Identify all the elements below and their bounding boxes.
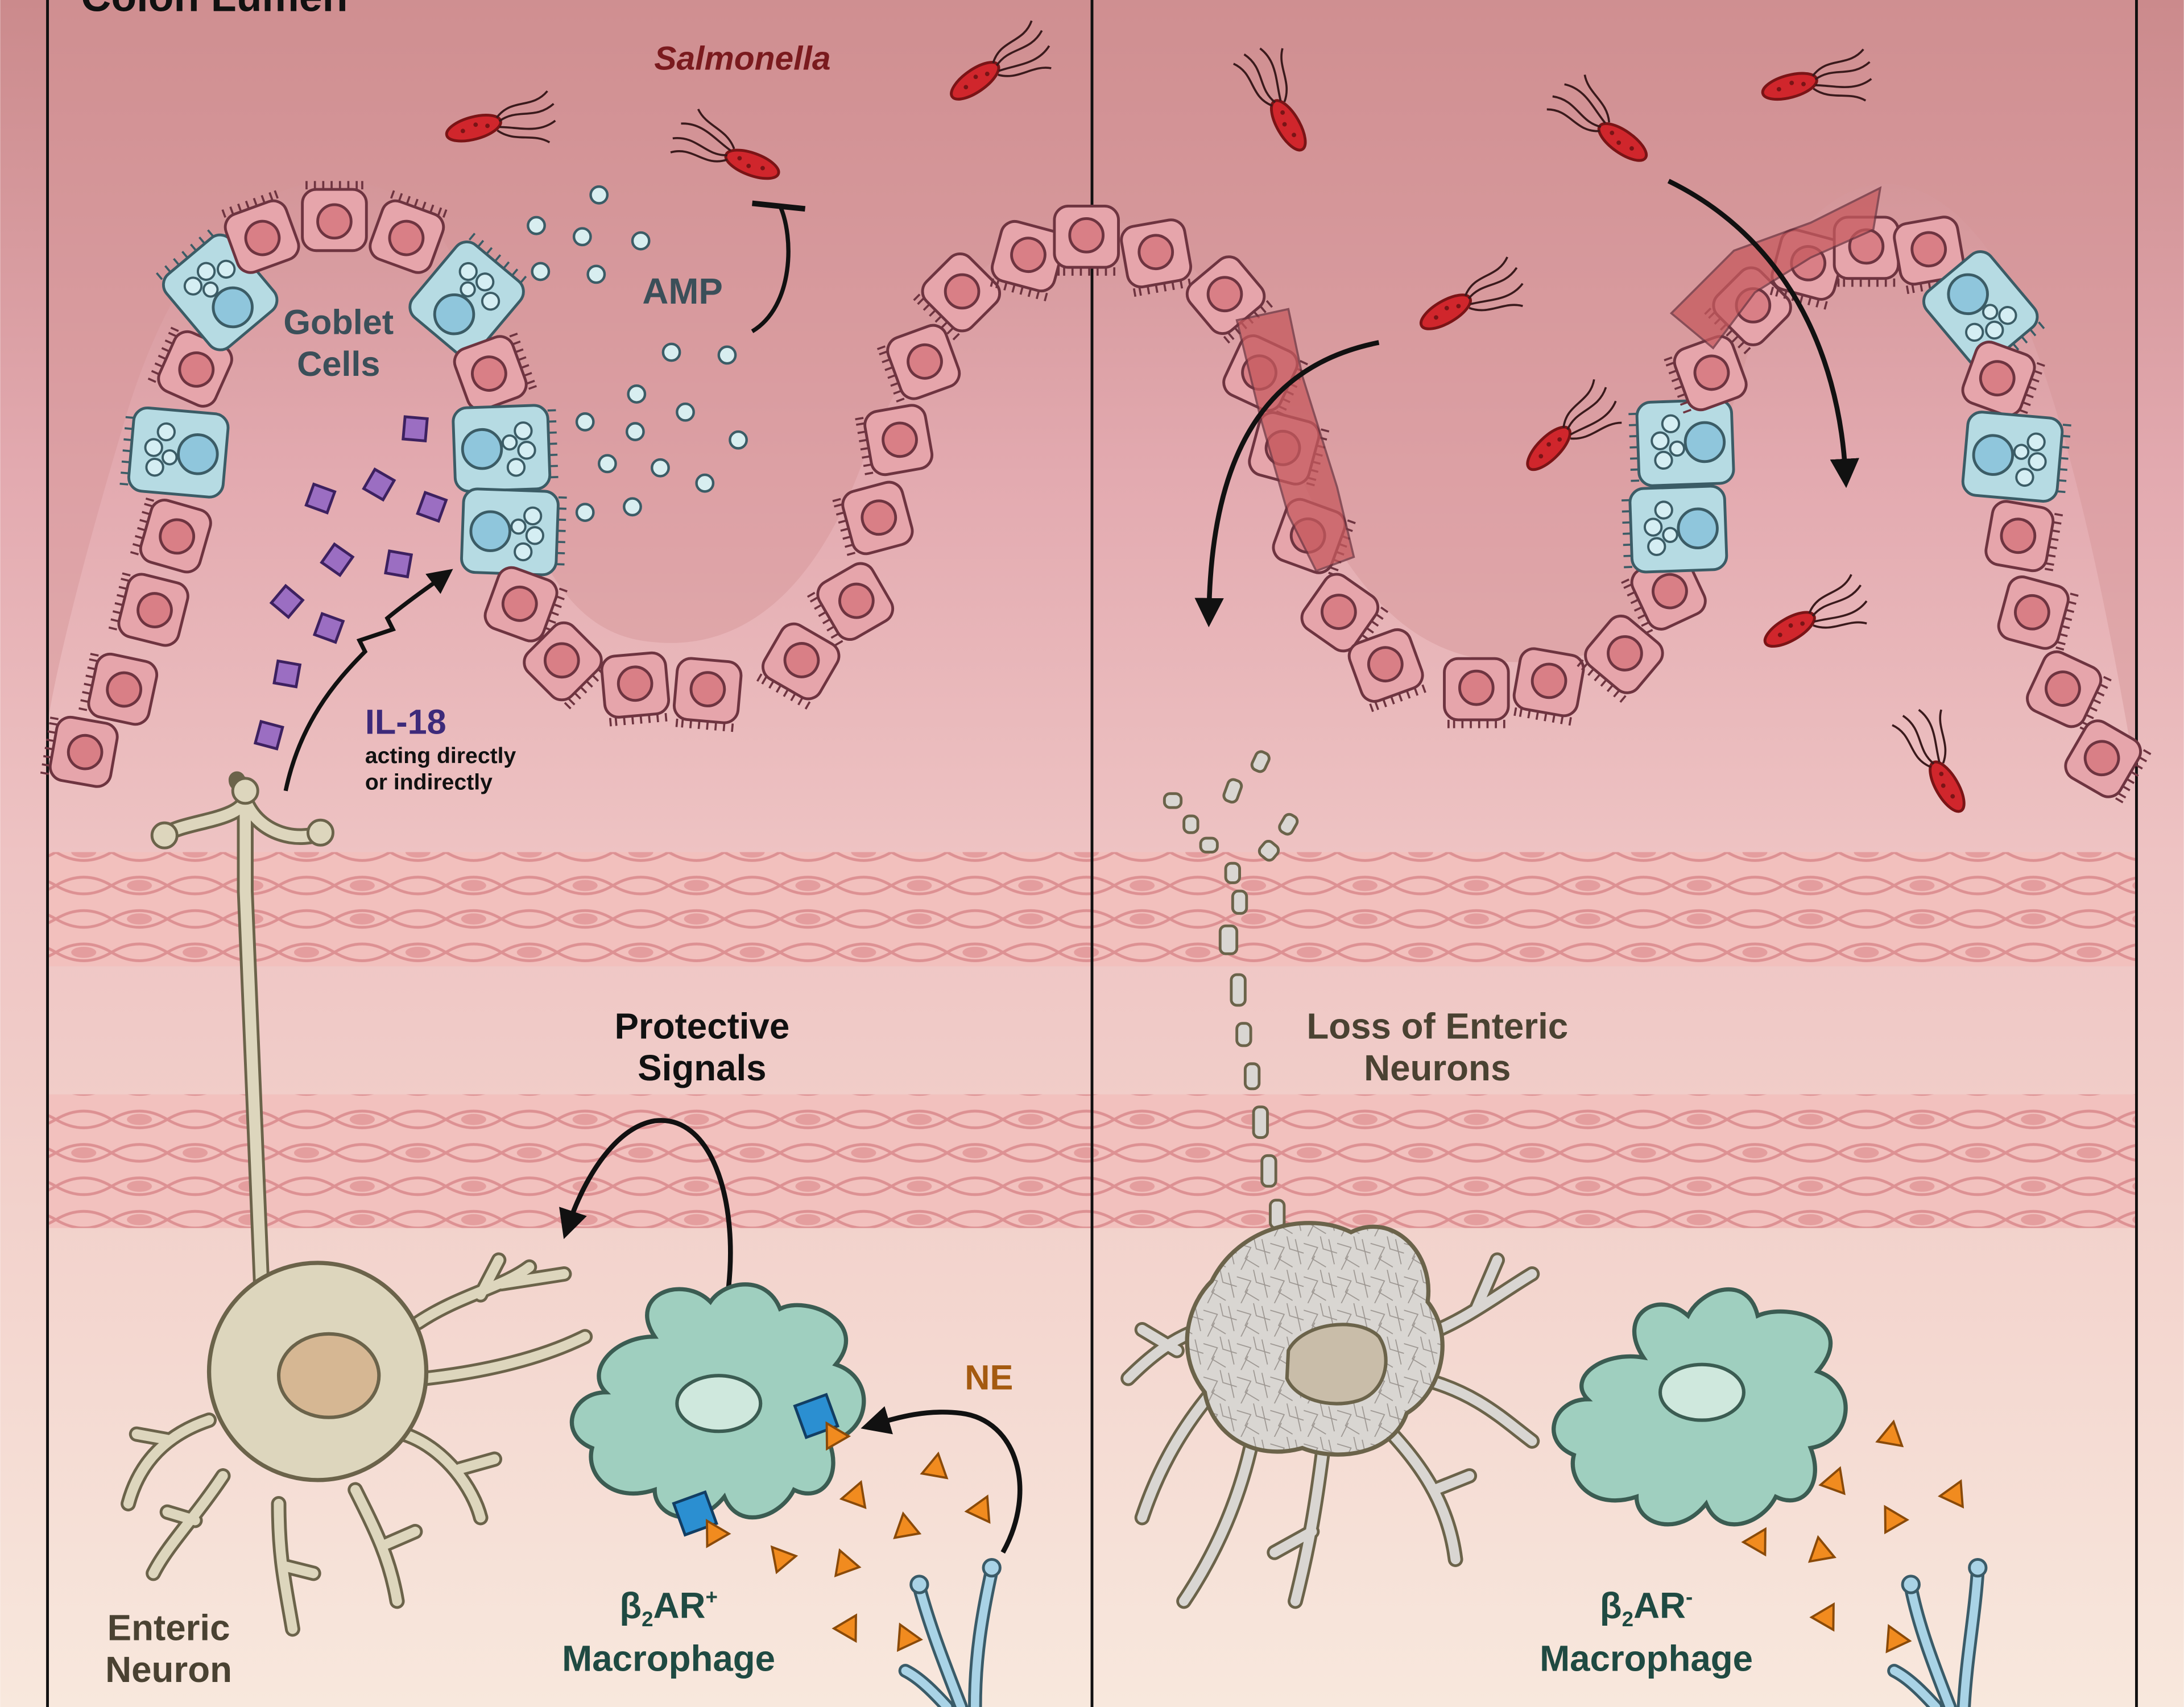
amp-inhibition-bar: [752, 200, 806, 212]
invasion-arrow-1: [1194, 340, 1380, 628]
label-loss-line1: Loss of Enteric: [1306, 1006, 1568, 1047]
degenerating-neuron: [1120, 1221, 1540, 1609]
label-enteric-line1: Enteric: [107, 1607, 230, 1648]
title-colon-lumen: Colon Lumen: [81, 0, 348, 20]
amp-inhibition-arc: [751, 205, 791, 333]
label-il18-note-line2: or indirectly: [365, 770, 493, 794]
label-protective-line2: Signals: [638, 1048, 766, 1088]
sympathetic-fiber-right: [1887, 1557, 1988, 1707]
label-amp: AMP: [642, 271, 722, 312]
label-protective-line1: Protective: [614, 1006, 789, 1047]
label-salmonella: Salmonella: [654, 40, 830, 77]
macrophage-positive: [569, 1282, 866, 1537]
invasion-arrow-2: [1667, 179, 1859, 488]
panel-border-left: [46, 0, 49, 1707]
il18-arrow: [283, 569, 453, 792]
damaged-epithelium-1: [1235, 308, 1355, 573]
label-macrophage-negative-word: Macrophage: [1540, 1638, 1753, 1679]
protective-signals-arrow: [559, 1118, 733, 1288]
neuron-fragments: [1163, 750, 1299, 1230]
sympathetic-fiber-left: [898, 1557, 1002, 1707]
ne-arrow: [861, 1406, 1023, 1554]
label-macrophage-positive-receptor: β2AR+: [619, 1585, 718, 1631]
panel-divider: [1090, 0, 1094, 1707]
degenerating-nucleus: [1285, 1323, 1388, 1406]
label-il18: IL-18: [365, 702, 446, 741]
label-macrophage-negative-receptor: β2AR-: [1600, 1585, 1693, 1631]
label-macrophage-positive-word: Macrophage: [562, 1638, 775, 1679]
panel-border-right: [2135, 0, 2138, 1707]
label-goblet-line2: Cells: [297, 345, 380, 383]
label-goblet-line1: Goblet: [283, 303, 394, 342]
lumen-region: [47, 0, 2137, 780]
label-loss-line2: Neurons: [1364, 1048, 1511, 1088]
neuron-nucleus: [276, 1332, 381, 1419]
enteric-neuron: [121, 771, 593, 1637]
label-enteric-line2: Neuron: [105, 1650, 232, 1690]
label-il18-note-line1: acting directly: [365, 744, 516, 768]
macrophage-negative-nucleus: [1658, 1362, 1746, 1422]
label-ne: NE: [965, 1358, 1013, 1397]
